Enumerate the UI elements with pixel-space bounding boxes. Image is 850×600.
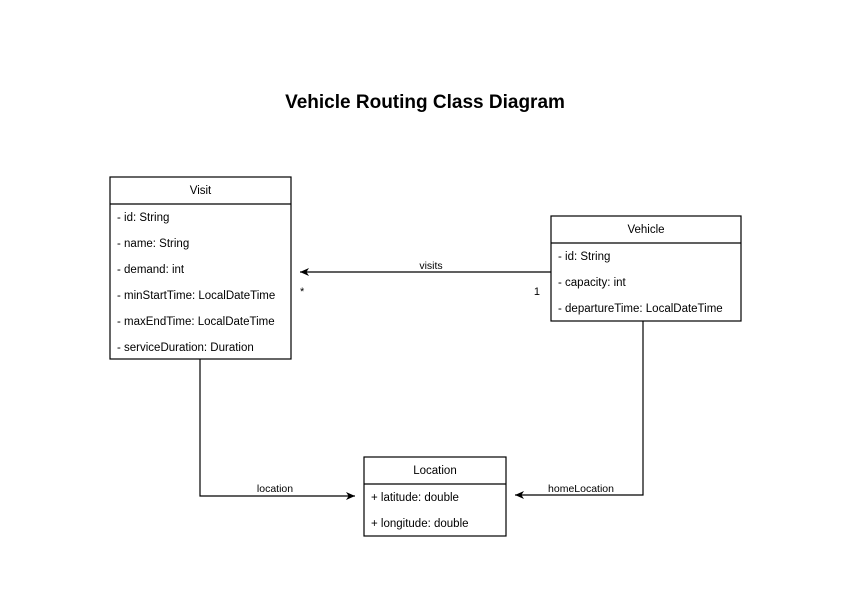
visit-class-name: Visit <box>190 185 212 197</box>
vehicle-box-outline <box>550 215 742 322</box>
page-title: Vehicle Routing Class Diagram <box>285 92 565 113</box>
vehicle-attribute: - capacity: int <box>558 277 627 289</box>
location-attribute: + latitude: double <box>371 492 459 504</box>
visits-source-multiplicity: 1 <box>534 286 540 298</box>
class-box-visit[interactable]: Visit - id: String - name: String - dema… <box>109 176 292 360</box>
visit-attribute: - serviceDuration: Duration <box>117 342 254 354</box>
visits-edge-label: visits <box>419 260 442 272</box>
visit-attribute: - name: String <box>117 238 189 250</box>
relationship-homelocation: homeLocation <box>515 321 644 499</box>
relationship-visits: visits * 1 <box>300 260 551 298</box>
location-box-outline <box>363 456 507 537</box>
visits-target-multiplicity: * <box>300 286 305 298</box>
location-class-name: Location <box>413 465 456 477</box>
class-box-location[interactable]: Location + latitude: double + longitude:… <box>363 456 507 537</box>
visit-box-outline <box>109 176 292 360</box>
vehicle-attribute: - departureTime: LocalDateTime <box>558 303 723 315</box>
location-edge-line <box>199 359 355 500</box>
visit-attribute: - minStartTime: LocalDateTime <box>117 290 275 302</box>
vehicle-attribute: - id: String <box>558 251 610 263</box>
location-edge-label: location <box>257 483 293 495</box>
visit-attribute: - maxEndTime: LocalDateTime <box>117 316 275 328</box>
relationship-location: location <box>199 359 355 500</box>
homelocation-edge-label: homeLocation <box>548 483 614 495</box>
visit-attribute: - id: String <box>117 212 169 224</box>
location-attribute: + longitude: double <box>371 518 469 530</box>
vehicle-class-name: Vehicle <box>627 224 664 236</box>
class-box-vehicle[interactable]: Vehicle - id: String - capacity: int - d… <box>550 215 742 322</box>
homelocation-edge-line <box>515 321 644 499</box>
visit-attribute: - demand: int <box>117 264 185 276</box>
